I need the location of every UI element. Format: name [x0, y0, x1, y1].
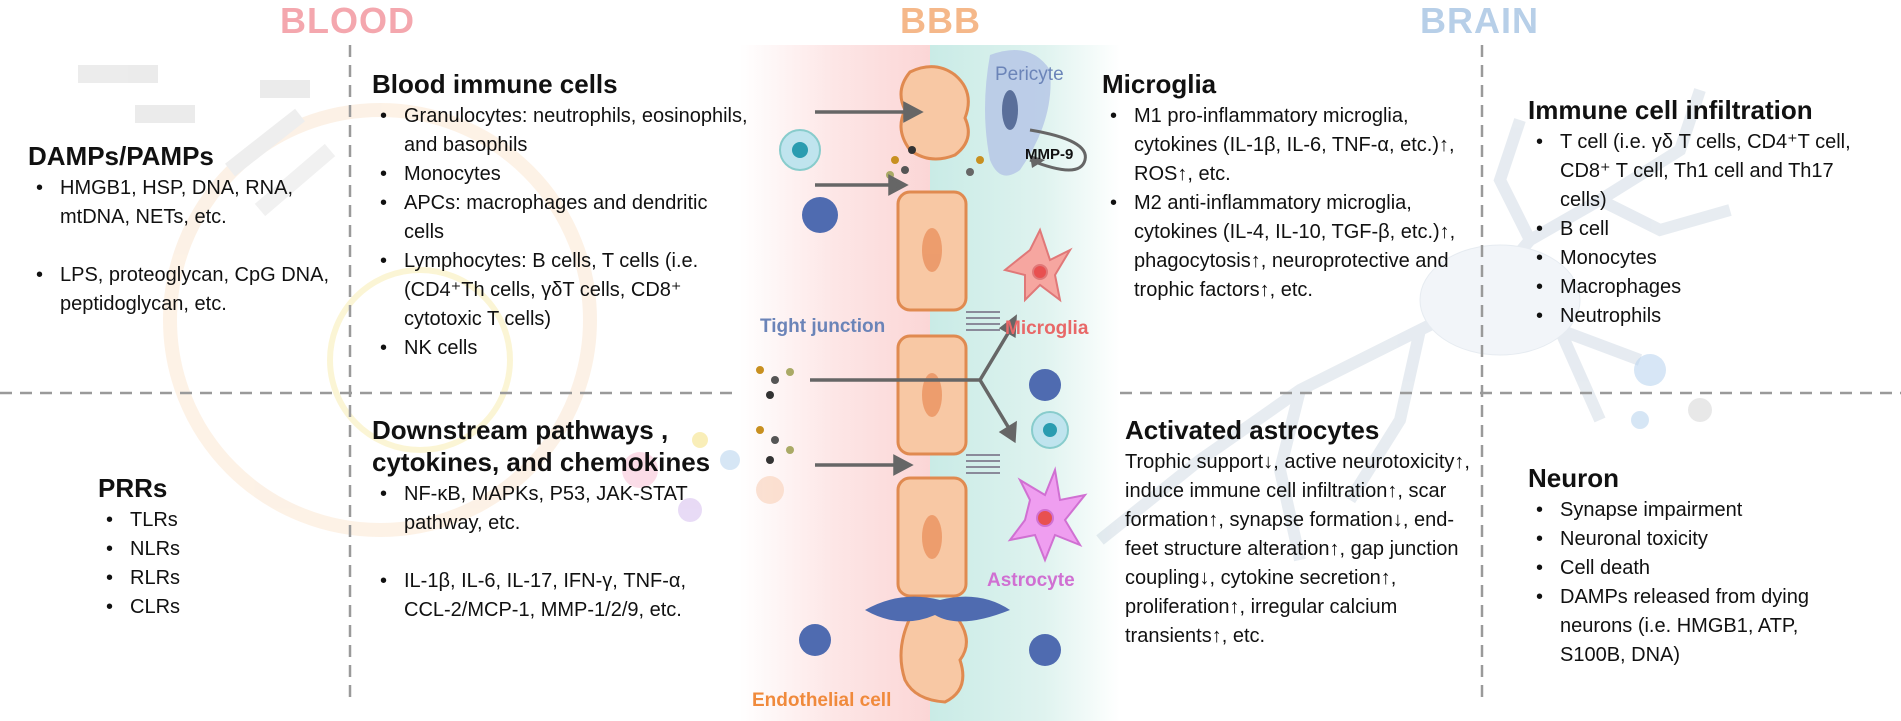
neuron-item: DAMPs released from dying neurons (i.e. …	[1536, 583, 1868, 670]
blood-immune-item: NK cells	[380, 334, 752, 363]
microglia-item: M2 anti-inflammatory microglia, cytokine…	[1110, 189, 1472, 305]
panel-prrs: PRRs TLRs NLRs RLRs CLRs	[98, 472, 298, 622]
panel-activated-astrocytes: Activated astrocytes Trophic support↓, a…	[1125, 414, 1475, 651]
label-astrocyte: Astrocyte	[987, 570, 1075, 591]
microglia-illustration	[1002, 227, 1073, 303]
panel-blood-immune-cells: Blood immune cells Granulocytes: neutrop…	[372, 68, 752, 363]
blood-immune-title: Blood immune cells	[372, 69, 618, 99]
infiltration-item: B cell	[1536, 215, 1868, 244]
prr-item: NLRs	[106, 535, 298, 564]
astrocyte-illustration	[1007, 466, 1088, 563]
header-brain: BRAIN	[1420, 0, 1539, 41]
astrocytes-title: Activated astrocytes	[1125, 415, 1380, 445]
blood-immune-item: Monocytes	[380, 160, 752, 189]
infiltration-item: Macrophages	[1536, 273, 1868, 302]
header-bbb: BBB	[900, 0, 981, 41]
end-feet	[865, 596, 1010, 622]
label-microglia: Microglia	[1005, 318, 1089, 339]
migration-arrows	[810, 101, 1017, 476]
header-blood: BLOOD	[280, 0, 415, 41]
label-mmp9: MMP-9	[1025, 146, 1074, 163]
mmp9-arrow	[1029, 128, 1087, 172]
tight-junction-lines	[966, 311, 1000, 474]
blood-immune-item: Lymphocytes: B cells, T cells (i.e. (CD4…	[380, 247, 752, 334]
blue-immune-cells	[799, 197, 1061, 666]
panel-damps-pamps: DAMPs/PAMPs HMGB1, HSP, DNA, RNA, mtDNA,…	[28, 140, 338, 319]
neuron-item: Synapse impairment	[1536, 496, 1868, 525]
prr-item: CLRs	[106, 593, 298, 622]
molecule-dots	[756, 146, 984, 464]
downstream-item: IL-1β, IL-6, IL-17, IFN-γ, TNF-α, CCL-2/…	[380, 567, 712, 625]
dashed-dividers	[0, 45, 1901, 700]
microglia-title: Microglia	[1102, 69, 1217, 99]
neuron-item: Cell death	[1536, 554, 1868, 583]
panel-immune-cell-infiltration: Immune cell infiltration T cell (i.e. γδ…	[1528, 94, 1868, 331]
blood-immune-item: APCs: macrophages and dendritic cells	[380, 189, 752, 247]
prr-item: TLRs	[106, 506, 298, 535]
astrocytes-text: Trophic support↓, active neurotoxicity↑,…	[1125, 451, 1470, 647]
damps-item: LPS, proteoglycan, CpG DNA, peptidoglyca…	[36, 261, 338, 319]
label-pericyte: Pericyte	[995, 64, 1064, 85]
label-endothelial-cell: Endothelial cell	[752, 690, 892, 711]
infiltration-item: T cell (i.e. γδ T cells, CD4⁺T cell, CD8…	[1536, 128, 1868, 215]
infiltration-title: Immune cell infiltration	[1528, 95, 1813, 125]
panel-downstream-pathways: Downstream pathways , cytokines, and che…	[372, 414, 712, 625]
downstream-item: NF-κB, MAPKs, P53, JAK-STAT pathway, etc…	[380, 480, 712, 538]
prr-item: RLRs	[106, 564, 298, 593]
damps-item: HMGB1, HSP, DNA, RNA, mtDNA, NETs, etc.	[36, 174, 338, 232]
infiltration-item: Monocytes	[1536, 244, 1868, 273]
blood-immune-item: Granulocytes: neutrophils, eosinophils, …	[380, 102, 752, 160]
label-tight-junction: Tight junction	[760, 316, 886, 337]
downstream-title: Downstream pathways , cytokines, and che…	[372, 415, 711, 477]
prrs-title: PRRs	[98, 473, 168, 503]
pericyte-illustration	[985, 50, 1051, 176]
neuron-title: Neuron	[1528, 463, 1619, 493]
panel-neuron: Neuron Synapse impairment Neuronal toxic…	[1528, 462, 1868, 670]
endothelial-nuclei	[922, 228, 942, 559]
damps-title: DAMPs/PAMPs	[28, 141, 214, 171]
infiltration-item: Neutrophils	[1536, 302, 1868, 331]
neuron-item: Neuronal toxicity	[1536, 525, 1868, 554]
microglia-item: M1 pro-inflammatory microglia, cytokines…	[1110, 102, 1472, 189]
panel-microglia: Microglia M1 pro-inflammatory microglia,…	[1102, 68, 1472, 305]
